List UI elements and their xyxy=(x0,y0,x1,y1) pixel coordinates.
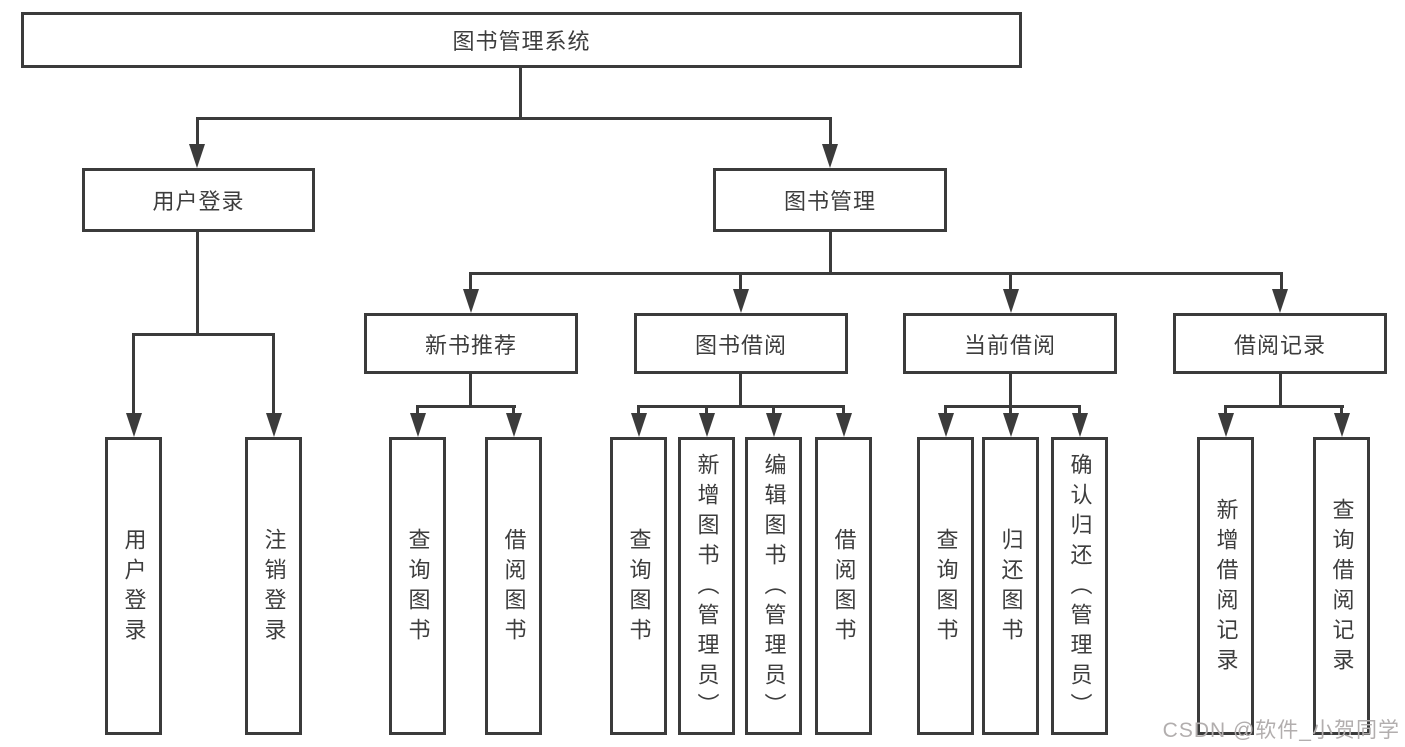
arrow-down-icon xyxy=(1272,289,1288,313)
connector-records-drop-2 xyxy=(1340,405,1343,419)
connector-book-mgmt-rail xyxy=(469,272,1283,275)
arrow-down-icon xyxy=(1218,413,1234,437)
leaf-label: 查询借阅记录 xyxy=(1329,498,1355,678)
connector-current-drop-3 xyxy=(1078,405,1081,419)
connector-book-mgmt-drop-2 xyxy=(739,272,742,294)
leaf-label: 注销登录 xyxy=(261,528,287,648)
connector-user-login-rail xyxy=(132,333,275,336)
arrow-down-icon xyxy=(410,413,426,437)
leaf-label: 确认归还（管理员） xyxy=(1067,453,1093,723)
connector-borrow-rail xyxy=(637,405,845,408)
leaf-user-login: 用户登录 xyxy=(105,437,162,735)
leaf-label: 新增图书（管理员） xyxy=(694,453,720,723)
connector-recommend-drop-2 xyxy=(512,405,515,419)
arrow-down-icon xyxy=(836,413,852,437)
arrow-down-icon xyxy=(266,413,282,437)
leaf-label: 新增借阅记录 xyxy=(1213,498,1239,678)
connector-records-rail xyxy=(1224,405,1344,408)
csdn-watermark: CSDN @软件_小贺同学 xyxy=(1162,719,1400,742)
connector-book-mgmt-drop-3 xyxy=(1009,272,1012,294)
connector-book-mgmt-drop-1 xyxy=(469,272,472,294)
connector-records-stem xyxy=(1279,374,1282,408)
leaf-add-borrow-record: 新增借阅记录 xyxy=(1197,437,1254,735)
connector-recommend-stem xyxy=(469,374,472,408)
node-book-management: 图书管理 xyxy=(713,168,947,232)
connector-records-drop-1 xyxy=(1224,405,1227,419)
leaf-label: 查询图书 xyxy=(933,528,959,648)
leaf-recommend-borrow-books: 借阅图书 xyxy=(485,437,542,735)
arrow-down-icon xyxy=(733,289,749,313)
leaf-logout: 注销登录 xyxy=(245,437,302,735)
connector-current-drop-1 xyxy=(944,405,947,419)
arrow-down-icon xyxy=(1072,413,1088,437)
connector-root-stem xyxy=(519,68,522,118)
connector-book-mgmt-stem xyxy=(829,232,832,275)
leaf-edit-books-admin: 编辑图书（管理员） xyxy=(745,437,802,735)
connector-root-rail xyxy=(196,117,832,120)
node-book-management-label: 图书管理 xyxy=(783,189,876,214)
arrow-down-icon xyxy=(1003,413,1019,437)
connector-borrow-stem xyxy=(739,374,742,408)
arrow-down-icon xyxy=(1003,289,1019,313)
node-borrow-records-label: 借阅记录 xyxy=(1233,332,1326,358)
connector-current-rail xyxy=(944,405,1081,408)
connector-borrow-drop-4 xyxy=(842,405,845,419)
leaf-confirm-return-admin: 确认归还（管理员） xyxy=(1051,437,1108,735)
connector-current-stem xyxy=(1009,374,1012,408)
node-root: 图书管理系统 xyxy=(21,12,1022,68)
connector-recommend-rail xyxy=(416,405,516,408)
leaf-borrow-query-books: 查询图书 xyxy=(610,437,667,735)
connector-recommend-drop-1 xyxy=(416,405,419,419)
leaf-return-books: 归还图书 xyxy=(982,437,1039,735)
node-current-borrow: 当前借阅 xyxy=(903,313,1117,374)
connector-current-drop-2 xyxy=(1009,405,1012,419)
arrow-down-icon xyxy=(631,413,647,437)
leaf-label: 查询图书 xyxy=(626,528,652,648)
node-user-login: 用户登录 xyxy=(82,168,315,232)
connector-borrow-drop-2 xyxy=(705,405,708,419)
node-borrow-records: 借阅记录 xyxy=(1173,313,1387,374)
leaf-recommend-query-books: 查询图书 xyxy=(389,437,446,735)
connector-borrow-drop-3 xyxy=(772,405,775,419)
arrow-down-icon xyxy=(463,289,479,313)
leaf-label: 借阅图书 xyxy=(501,528,527,648)
leaf-borrow-books: 借阅图书 xyxy=(815,437,872,735)
connector-book-mgmt-drop-4 xyxy=(1280,272,1283,294)
connector-user-login-drop-1 xyxy=(132,333,135,418)
arrow-down-icon xyxy=(126,413,142,437)
leaf-label: 查询图书 xyxy=(405,528,431,648)
leaf-label: 编辑图书（管理员） xyxy=(761,453,787,723)
arrow-down-icon xyxy=(822,144,838,168)
node-current-borrow-label: 当前借阅 xyxy=(963,332,1056,358)
leaf-query-borrow-record: 查询借阅记录 xyxy=(1313,437,1370,735)
node-book-borrow-label: 图书借阅 xyxy=(694,332,787,358)
connector-root-drop-right xyxy=(829,117,832,150)
arrow-down-icon xyxy=(699,413,715,437)
leaf-label: 借阅图书 xyxy=(831,528,857,648)
arrow-down-icon xyxy=(766,413,782,437)
arrow-down-icon xyxy=(506,413,522,437)
connector-root-drop-left xyxy=(196,117,199,150)
arrow-down-icon xyxy=(189,144,205,168)
node-new-book-recommend: 新书推荐 xyxy=(364,313,578,374)
node-user-login-label: 用户登录 xyxy=(152,189,245,214)
leaf-label: 归还图书 xyxy=(998,528,1024,648)
connector-borrow-drop-1 xyxy=(637,405,640,419)
node-new-book-recommend-label: 新书推荐 xyxy=(424,332,517,358)
connector-user-login-stem xyxy=(196,232,199,335)
connector-user-login-drop-2 xyxy=(272,333,275,418)
node-book-borrow: 图书借阅 xyxy=(634,313,848,374)
leaf-current-query-books: 查询图书 xyxy=(917,437,974,735)
leaf-add-books-admin: 新增图书（管理员） xyxy=(678,437,735,735)
arrow-down-icon xyxy=(938,413,954,437)
arrow-down-icon xyxy=(1334,413,1350,437)
node-root-label: 图书管理系统 xyxy=(452,29,591,54)
leaf-label: 用户登录 xyxy=(121,528,147,648)
